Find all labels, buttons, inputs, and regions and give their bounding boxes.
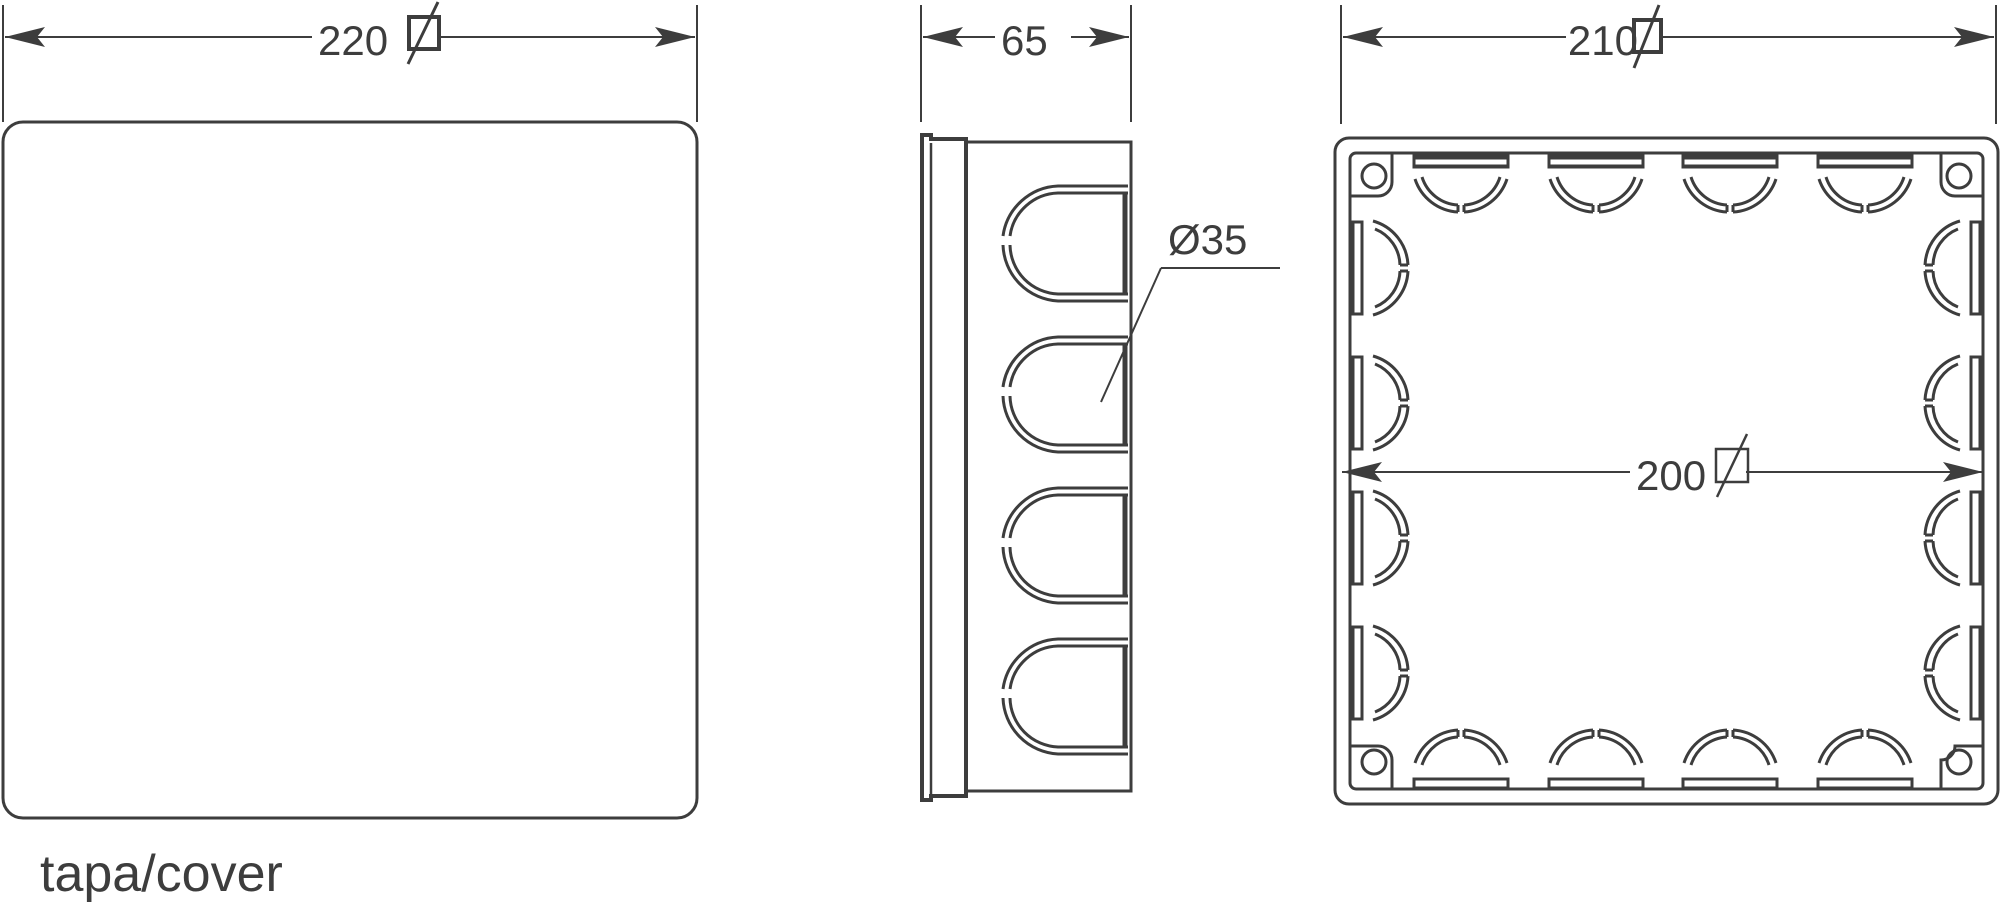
knockout-diameter-label: Ø35 bbox=[1168, 216, 1247, 263]
side-knockouts bbox=[1001, 184, 1128, 756]
top-knockouts bbox=[1412, 154, 1914, 214]
corner-screw-hole-top-right bbox=[1939, 154, 1982, 198]
leader-line bbox=[1100, 267, 1162, 403]
front-view: 210 bbox=[1333, 4, 2000, 806]
bottom-knockouts bbox=[1412, 728, 1914, 790]
box-body bbox=[966, 140, 1133, 793]
square-icon bbox=[1632, 4, 1663, 69]
right-knockouts bbox=[1923, 219, 1982, 722]
side-view: 65 bbox=[920, 5, 1280, 802]
cover-caption: tapa/cover bbox=[40, 845, 283, 903]
square-icon bbox=[1714, 433, 1750, 498]
box-outer-wall bbox=[1333, 136, 2000, 806]
dimension-65-label: 65 bbox=[1001, 17, 1048, 64]
dimension-210-label: 210 bbox=[1568, 17, 1638, 64]
knockout bbox=[1001, 486, 1128, 605]
cover-outline bbox=[1, 120, 699, 820]
corner-screw-hole-bottom-right bbox=[1939, 744, 1982, 788]
left-knockouts bbox=[1351, 219, 1410, 722]
flange bbox=[920, 133, 968, 802]
knockout bbox=[1001, 335, 1128, 454]
dimension-200-label: 200 bbox=[1636, 452, 1706, 499]
dimension-220-label: 220 bbox=[318, 17, 388, 64]
knockout bbox=[1001, 184, 1128, 303]
square-icon bbox=[406, 1, 441, 65]
cover-view: 220 bbox=[1, 1, 699, 820]
corner-screw-hole-bottom-left bbox=[1351, 744, 1394, 788]
corner-screw-hole-top-left bbox=[1351, 154, 1394, 198]
knockout bbox=[1001, 637, 1128, 756]
